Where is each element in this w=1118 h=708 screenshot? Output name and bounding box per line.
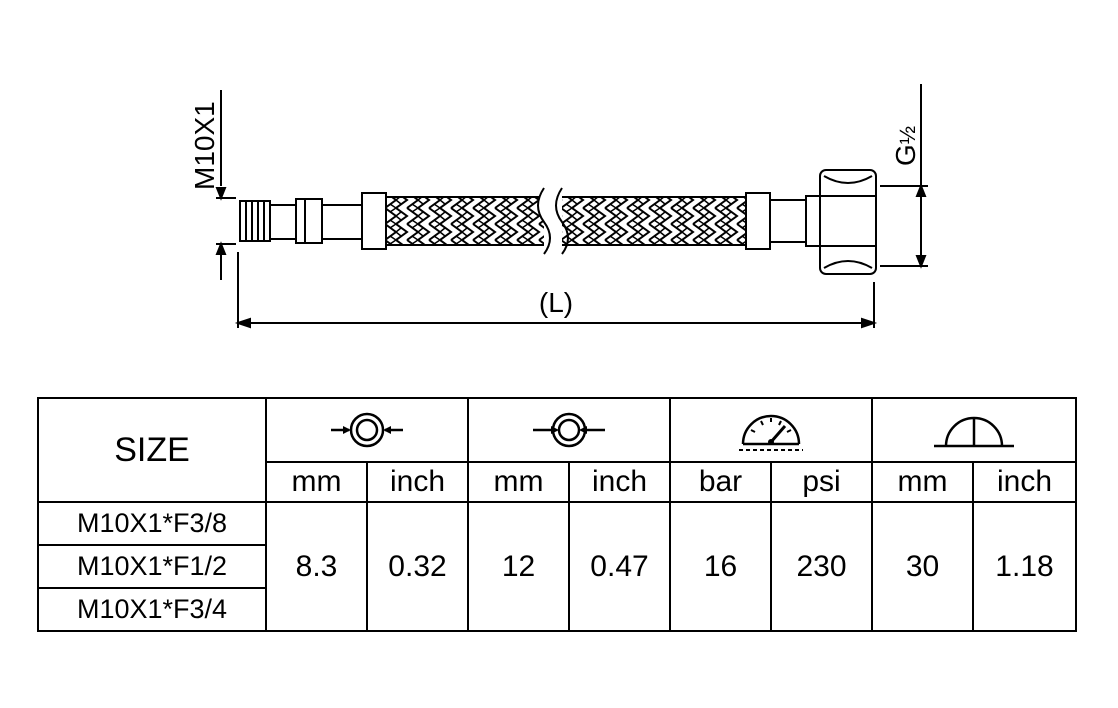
unit-outer-inch: inch <box>366 461 469 503</box>
pressure-gauge-icon <box>739 414 803 451</box>
unit-inner-mm: mm <box>467 461 570 503</box>
size-header: SIZE <box>37 397 267 503</box>
outer-diameter-icon <box>331 412 403 448</box>
unit-pressure-psi: psi <box>770 461 873 503</box>
hose-drawing: M10X1 <box>189 84 928 329</box>
model-cell: M10X1*F1/2 <box>37 544 267 589</box>
thread-dimension <box>215 90 236 280</box>
unit-bend-mm: mm <box>871 461 974 503</box>
thread-label: M10X1 <box>189 101 220 190</box>
value-inner-inch: 0.47 <box>568 501 671 632</box>
female-nut-end <box>745 169 877 275</box>
unit-outer-mm: mm <box>265 461 368 503</box>
male-thread-end <box>239 192 387 250</box>
braided-hose <box>386 187 746 255</box>
length-label: (L) <box>539 287 573 318</box>
value-bend-mm: 30 <box>871 501 974 632</box>
value-pressure-bar: 16 <box>669 501 772 632</box>
unit-pressure-bar: bar <box>669 461 772 503</box>
outer-diameter-header <box>265 397 469 463</box>
unit-inner-inch: inch <box>568 461 671 503</box>
spec-table: SIZE <box>37 397 1077 632</box>
length-dimension <box>234 252 878 329</box>
inner-diameter-header <box>467 397 671 463</box>
pressure-header <box>669 397 873 463</box>
inner-diameter-icon <box>533 412 605 448</box>
model-cell: M10X1*F3/4 <box>37 587 267 632</box>
model-cell: M10X1*F3/8 <box>37 501 267 546</box>
unit-bend-inch: inch <box>972 461 1077 503</box>
nut-label: G½ <box>890 126 921 166</box>
nut-dimension <box>880 84 928 269</box>
value-bend-inch: 1.18 <box>972 501 1077 632</box>
value-outer-mm: 8.3 <box>265 501 368 632</box>
bend-radius-header <box>871 397 1077 463</box>
value-inner-mm: 12 <box>467 501 570 632</box>
value-pressure-psi: 230 <box>770 501 873 632</box>
value-outer-inch: 0.32 <box>366 501 469 632</box>
bend-radius-icon <box>934 416 1014 448</box>
